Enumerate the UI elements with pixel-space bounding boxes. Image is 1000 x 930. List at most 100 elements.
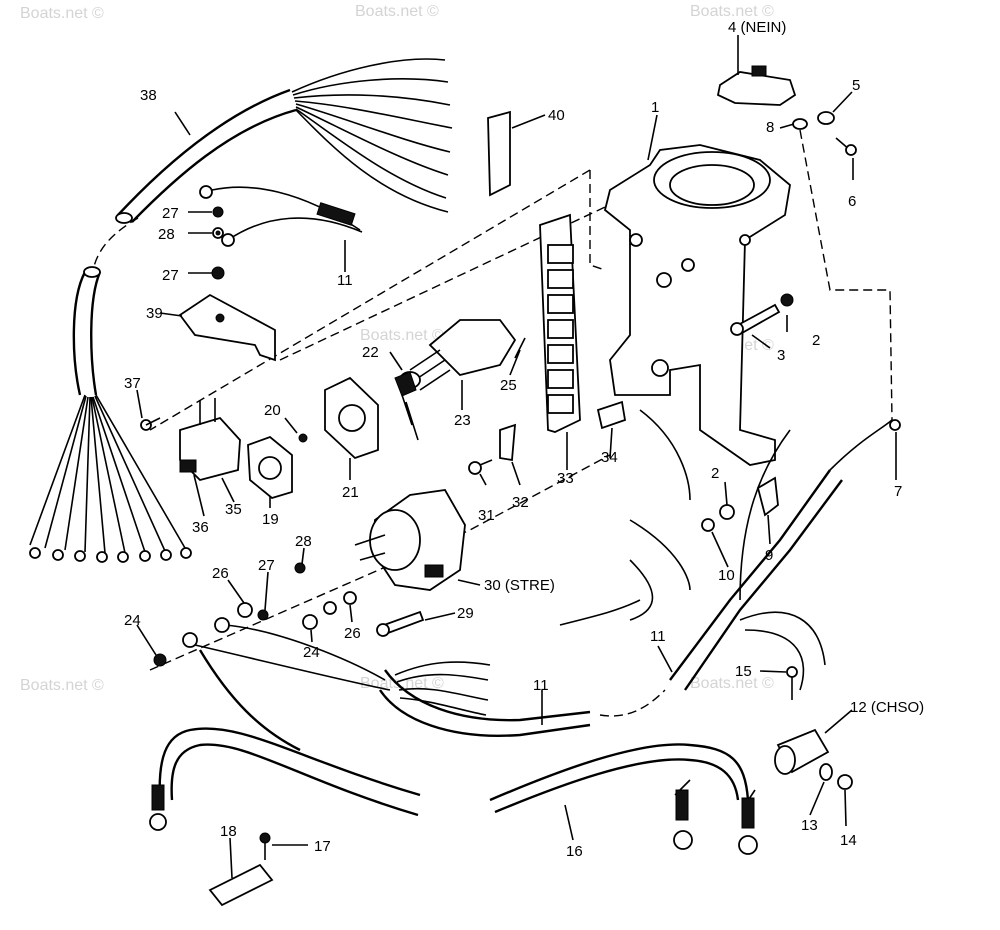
part-2-washer-lower xyxy=(719,504,735,520)
callout-36: 36 xyxy=(192,519,209,536)
callout-35: 35 xyxy=(225,501,242,518)
part-4-switch xyxy=(716,65,797,106)
callout-26-left: 26 xyxy=(212,565,229,582)
watermark-6: Boats.net © xyxy=(20,677,104,694)
callout-12: 12 (CHSO) xyxy=(850,699,924,716)
callout-2-upper: 2 xyxy=(812,332,820,349)
watermark-2: Boats.net © xyxy=(355,3,439,20)
callout-11-lower: 11 xyxy=(533,677,549,694)
assembly-line-harness-loop xyxy=(91,217,139,276)
callout-39: 39 xyxy=(146,305,163,322)
callout-11-upper: 11 xyxy=(337,272,353,289)
part-11-main-harness xyxy=(182,617,591,737)
part-32-clip xyxy=(499,423,517,462)
callout-7: 7 xyxy=(894,483,902,500)
callout-38: 38 xyxy=(140,87,157,104)
callout-34: 34 xyxy=(601,449,618,466)
callout-28-low: 28 xyxy=(295,533,312,550)
callout-16: 16 xyxy=(566,843,583,860)
part-battery-cable-left xyxy=(149,649,421,831)
callout-17: 17 xyxy=(314,838,331,855)
callout-19: 19 xyxy=(262,511,279,528)
callout-4: 4 (NEIN) xyxy=(728,19,786,36)
callout-27-top: 27 xyxy=(162,205,179,222)
part-18-bracket xyxy=(208,863,274,907)
part-6-screw xyxy=(835,137,857,156)
assembly-line-solenoid xyxy=(149,454,611,671)
part-22-key xyxy=(394,371,419,441)
part-36-bracket xyxy=(179,459,197,473)
part-37-screw xyxy=(140,417,161,431)
callout-32: 32 xyxy=(512,494,529,511)
leader-lines xyxy=(136,35,897,879)
callout-21: 21 xyxy=(342,484,359,501)
part-21-plate xyxy=(324,376,379,460)
assembly-line-vert xyxy=(589,170,606,271)
part-16-battery-cable xyxy=(489,743,758,855)
callout-13: 13 xyxy=(801,817,818,834)
part-29-screw xyxy=(376,610,425,637)
part-8-washer xyxy=(792,118,808,130)
callout-10: 10 xyxy=(718,567,735,584)
callout-33: 33 xyxy=(557,470,574,487)
part-2-3-screw-upper xyxy=(730,293,794,336)
callout-27-mid: 27 xyxy=(162,267,179,284)
callout-26-right: 26 xyxy=(344,625,361,642)
part-40-decal xyxy=(487,110,511,197)
part-31-screw xyxy=(468,459,493,475)
callout-30: 30 (STRE) xyxy=(484,577,555,594)
assembly-line-lower xyxy=(599,689,666,717)
callout-8: 8 xyxy=(766,119,774,136)
callout-18: 18 xyxy=(220,823,237,840)
callout-24-right: 24 xyxy=(303,644,320,661)
callout-3: 3 xyxy=(777,347,785,364)
assembly-line-switch xyxy=(799,129,893,421)
part-20-screw xyxy=(298,433,308,443)
part-5-washer xyxy=(817,111,835,125)
callout-28-top: 28 xyxy=(158,226,175,243)
part-11-right-harness xyxy=(559,409,893,691)
callout-1: 1 xyxy=(651,99,659,116)
callout-24-left: 24 xyxy=(124,612,141,629)
watermark-3: Boats.net © xyxy=(690,3,774,20)
part-11-lead-upper xyxy=(199,185,363,247)
part-1-mounting-bracket xyxy=(603,144,791,466)
part-33-terminal-block xyxy=(539,213,581,433)
watermark-1: Boats.net © xyxy=(20,5,104,22)
callout-15: 15 xyxy=(735,663,752,680)
watermark-8: Boats.net © xyxy=(690,675,774,692)
part-39-bracket xyxy=(178,293,276,362)
callout-22: 22 xyxy=(362,344,379,361)
callout-31: 31 xyxy=(478,507,495,524)
callout-23: 23 xyxy=(454,412,471,429)
callout-40: 40 xyxy=(548,107,565,124)
part-38-harness-sleeve xyxy=(115,58,453,224)
callout-14: 14 xyxy=(840,832,857,849)
part-10-screw xyxy=(701,518,715,532)
assembly-line-main-diagonal xyxy=(149,169,591,431)
callout-2-lower: 2 xyxy=(711,465,719,482)
callout-9: 9 xyxy=(765,547,773,564)
callout-27-low: 27 xyxy=(258,557,275,574)
part-12-capacitor xyxy=(774,728,830,775)
callout-6: 6 xyxy=(848,193,856,210)
callout-labels: 1 2 2 3 4 (NEIN) 5 6 7 8 9 10 11 11 11 1… xyxy=(124,19,924,860)
part-13-washer xyxy=(819,763,833,781)
callout-37: 37 xyxy=(124,375,141,392)
part-25-wire xyxy=(514,337,526,359)
part-9-clip xyxy=(756,476,779,517)
part-34-connector xyxy=(596,400,627,430)
callout-20: 20 xyxy=(264,402,281,419)
callout-25: 25 xyxy=(500,377,517,394)
part-15-screw xyxy=(786,666,798,700)
part-39-harness-fan xyxy=(29,266,192,563)
part-19-gasket xyxy=(247,435,293,499)
callout-29: 29 xyxy=(457,605,474,622)
watermark-4: Boats.net © xyxy=(360,327,444,344)
callout-5: 5 xyxy=(852,77,860,94)
callout-11-right: 11 xyxy=(650,628,666,645)
part-hardware-solenoid xyxy=(153,562,357,667)
part-17-screw xyxy=(259,832,271,860)
part-7-terminal xyxy=(889,419,901,431)
